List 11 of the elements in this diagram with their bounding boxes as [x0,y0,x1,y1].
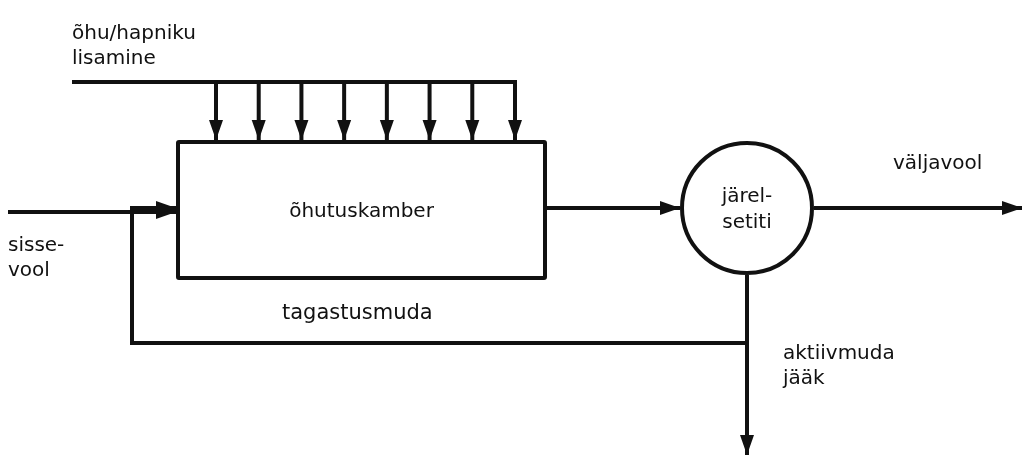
node-label: järel- setiti [720,182,774,234]
flow-label: väljavool [893,150,984,175]
flow-label: õhu/hapniku lisamine [72,20,197,70]
settling-tank-circle [680,141,814,275]
flow-label: sisse- vool [8,232,66,282]
node-label: õhutuskamber [289,198,434,222]
flow-arrow [814,201,1022,215]
process-box [176,140,547,280]
flow-arrow [547,201,680,215]
flow-arrow [130,201,749,345]
flow-label: aktiivmuda jääk [783,340,896,390]
